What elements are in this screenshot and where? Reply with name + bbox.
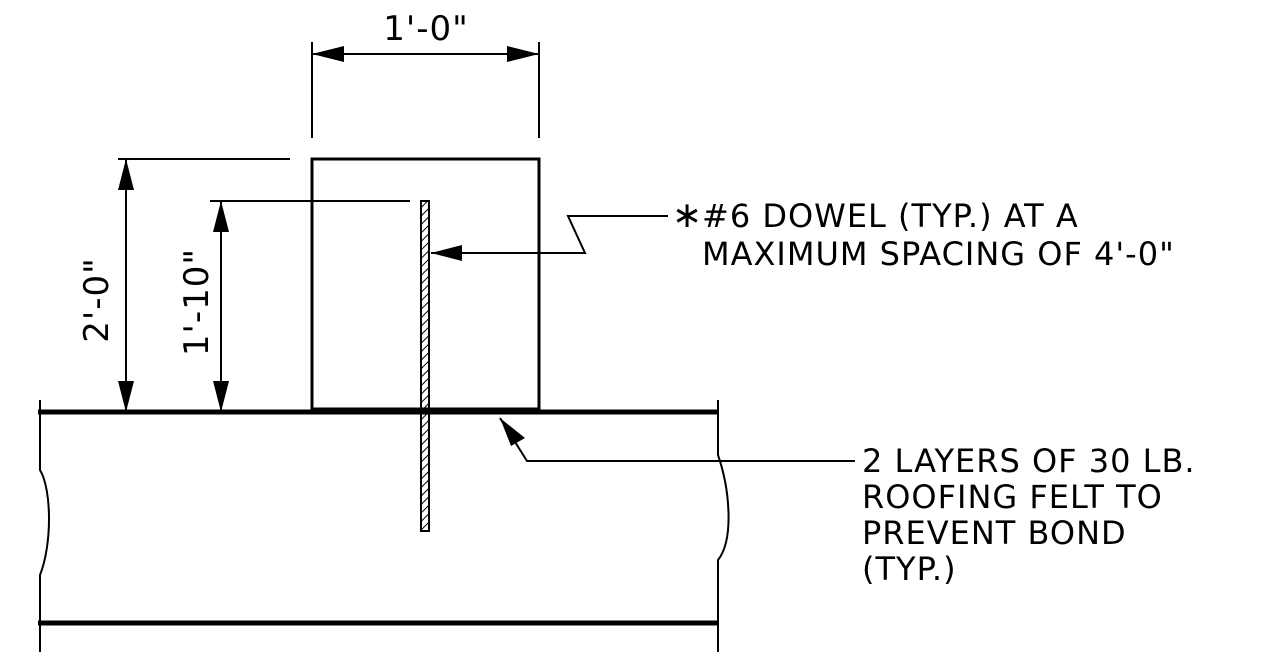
dowel-note-line-1: #6 DOWEL (TYP.) AT A bbox=[702, 197, 1079, 235]
slab bbox=[38, 400, 730, 652]
dowel-bar bbox=[420, 200, 430, 532]
dimension-inner-height: 1'-10" bbox=[177, 200, 410, 412]
dimension-top-width: 1'-0" bbox=[311, 9, 540, 138]
slab-left-break-line bbox=[39, 400, 50, 652]
felt-leader-arrowhead bbox=[500, 418, 525, 446]
dimension-label-top-width: 1'-0" bbox=[383, 9, 469, 49]
felt-note-line-3: PREVENT BOND bbox=[862, 514, 1127, 552]
dimension-label-outer-height: 2'-0" bbox=[77, 257, 117, 343]
dimension-outer-height: 2'-0" bbox=[77, 158, 290, 412]
slab-right-break-line bbox=[717, 400, 730, 652]
felt-callout: 2 LAYERS OF 30 LB. ROOFING FELT TO PREVE… bbox=[499, 417, 1196, 588]
dowel-note-line-2: MAXIMUM SPACING OF 4'-0" bbox=[702, 235, 1175, 273]
dimension-label-inner-height: 1'-10" bbox=[177, 248, 217, 356]
felt-note-line-4: (TYP.) bbox=[862, 550, 957, 588]
dowel-leader-line bbox=[431, 215, 668, 254]
arrowhead-right bbox=[507, 46, 539, 62]
dowel-callout: ∗ #6 DOWEL (TYP.) AT A MAXIMUM SPACING O… bbox=[431, 195, 1175, 273]
dowel-note-symbol: ∗ bbox=[672, 195, 703, 236]
arrowhead-left bbox=[312, 46, 344, 62]
arrowhead-top bbox=[118, 159, 134, 190]
felt-note-line-2: ROOFING FELT TO bbox=[862, 478, 1163, 516]
felt-note-line-1: 2 LAYERS OF 30 LB. bbox=[862, 442, 1196, 480]
dowel-leader-arrowhead bbox=[431, 245, 462, 261]
arrowhead-bottom bbox=[118, 381, 134, 412]
arrowhead-bottom bbox=[213, 381, 229, 412]
arrowhead-top bbox=[213, 201, 229, 232]
felt-leader-line bbox=[499, 417, 855, 462]
